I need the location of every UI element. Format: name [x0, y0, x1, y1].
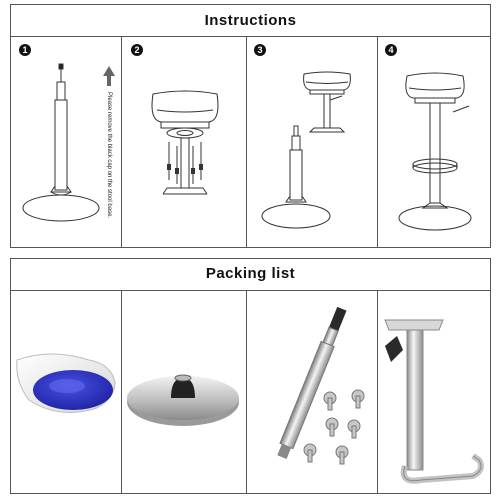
step-3-illustration [261, 71, 351, 229]
step-1: 1 Please remove the black cap on the sto… [11, 36, 121, 248]
step-1-number: 1 [19, 44, 31, 56]
item-divider-3 [377, 290, 378, 494]
instructions-divider [11, 36, 490, 37]
item-seat-cushion [11, 290, 121, 494]
step-2-number: 2 [131, 44, 143, 56]
item-gas-cylinder-and-screws [246, 290, 377, 494]
step-2: 2 [121, 36, 246, 248]
round-base-image [127, 374, 239, 426]
packing-list-title: Packing list [205, 265, 296, 282]
step-divider-2 [246, 36, 247, 248]
packing-list-divider [11, 290, 490, 291]
footrest-frame-image [384, 319, 484, 484]
step-1-illustration [22, 63, 115, 222]
step-4-number: 4 [385, 44, 397, 56]
step-4: 4 [377, 36, 491, 248]
step-divider-1 [121, 36, 122, 248]
item-footrest-frame [377, 290, 491, 494]
step-3-number: 3 [254, 44, 266, 56]
step-4-illustration [398, 72, 472, 231]
item-divider-2 [246, 290, 247, 494]
instructions-title: Instructions [204, 12, 297, 29]
gas-cylinder-image [277, 306, 365, 465]
step-divider-3 [377, 36, 378, 248]
item-round-base [121, 290, 246, 494]
step-2-illustration [151, 90, 219, 195]
item-divider-1 [121, 290, 122, 494]
packing-list-panel: Packing list [10, 258, 491, 494]
instructions-panel: Instructions 1 Pleas [10, 4, 491, 248]
step-1-note: Please remove the black cap on the stool… [106, 92, 112, 219]
step-3: 3 [246, 36, 377, 248]
seat-cushion-image [16, 353, 116, 413]
